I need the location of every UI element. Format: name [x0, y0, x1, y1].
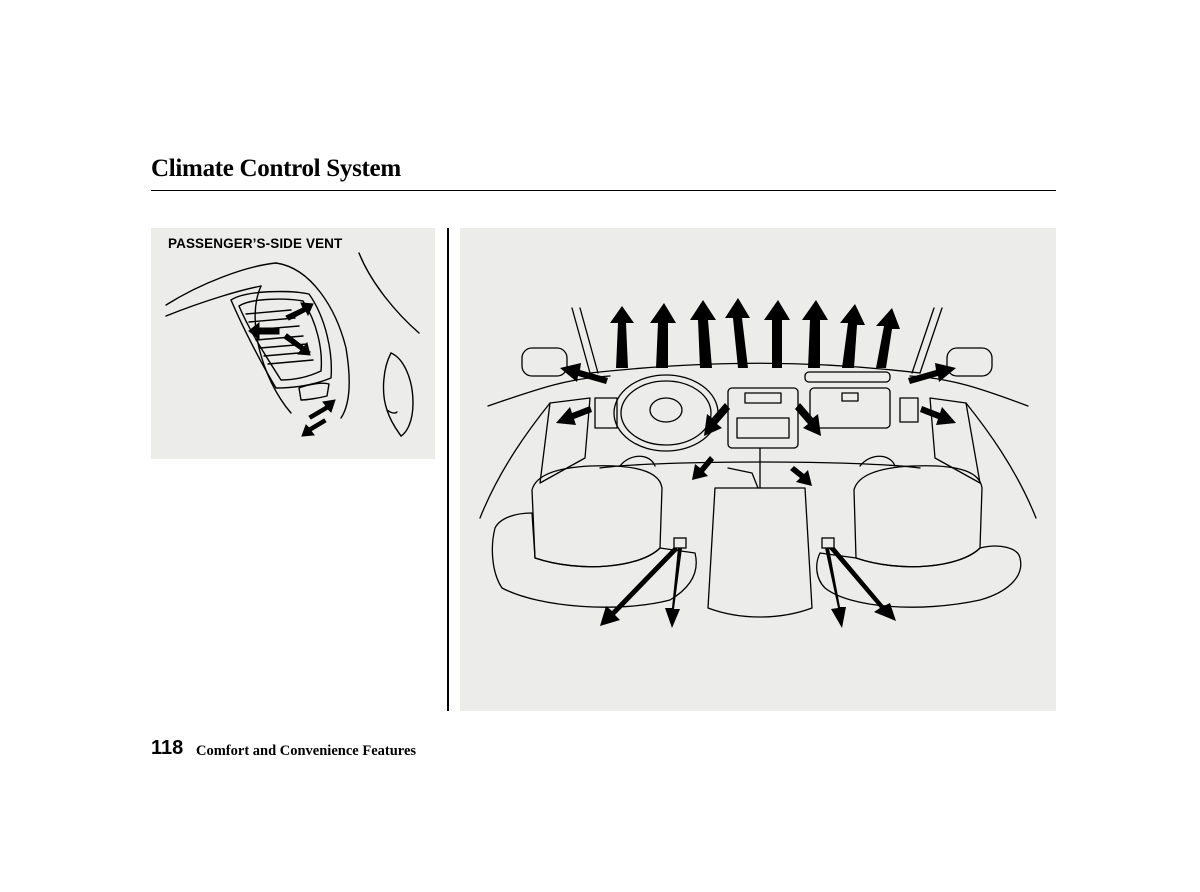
airflow-figure [460, 228, 1056, 711]
title-rule [151, 190, 1056, 191]
column-divider [447, 228, 449, 711]
passenger-vent-illustration [165, 252, 420, 437]
page-number: 118 [151, 737, 184, 759]
section-title: Comfort and Convenience Features [196, 743, 417, 759]
page-title: Climate Control System [151, 155, 401, 182]
interior-airflow-illustration [479, 298, 1037, 628]
passenger-vent-label: PASSENGER’S-SIDE VENT [168, 236, 343, 251]
passenger-vent-figure: PASSENGER’S-SIDE VENT [151, 228, 435, 459]
